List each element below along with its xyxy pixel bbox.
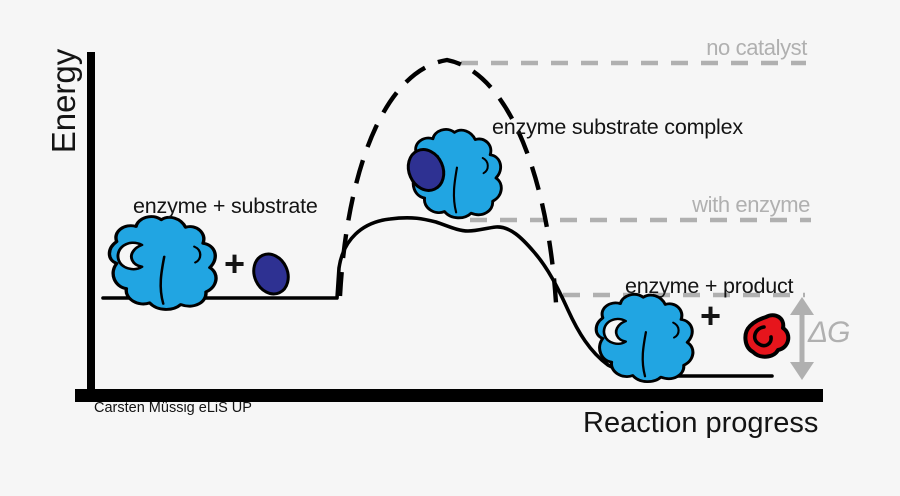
product-stage-label: enzyme + product bbox=[625, 274, 794, 298]
plus-sign-reactants: + bbox=[224, 243, 246, 284]
substrate-oval-bound bbox=[406, 148, 446, 192]
plus-sign-products: + bbox=[700, 295, 722, 336]
no-catalyst-label: no catalyst bbox=[706, 35, 807, 60]
delta-g-arrow-head-top bbox=[790, 297, 814, 315]
with-enzyme-label: with enzyme bbox=[692, 192, 810, 217]
attribution-text: Carsten Müssig eLiS UP bbox=[94, 400, 252, 416]
substrate-oval bbox=[252, 252, 290, 296]
with-enzyme-curve bbox=[101, 215, 774, 378]
product-bean bbox=[743, 313, 791, 359]
complex-stage-label: enzyme substrate complex bbox=[492, 115, 743, 139]
energy-axis-label: Energy bbox=[45, 48, 82, 154]
enzyme-figure-product bbox=[594, 292, 695, 384]
product-figure bbox=[743, 313, 791, 359]
delta-g-label: ΔG bbox=[808, 316, 850, 349]
x-axis-line bbox=[75, 389, 823, 402]
no-catalyst-curve bbox=[337, 57, 559, 304]
delta-g-arrow-head-bottom bbox=[790, 362, 814, 380]
product-bean-curl bbox=[752, 325, 773, 348]
y-axis-line bbox=[87, 52, 95, 402]
reactant-stage-label: enzyme + substrate bbox=[133, 194, 318, 218]
reaction-progress-axis-label: Reaction progress bbox=[583, 407, 819, 439]
enzyme-figure-reactant bbox=[107, 214, 218, 312]
delta-g-arrow bbox=[790, 297, 814, 380]
